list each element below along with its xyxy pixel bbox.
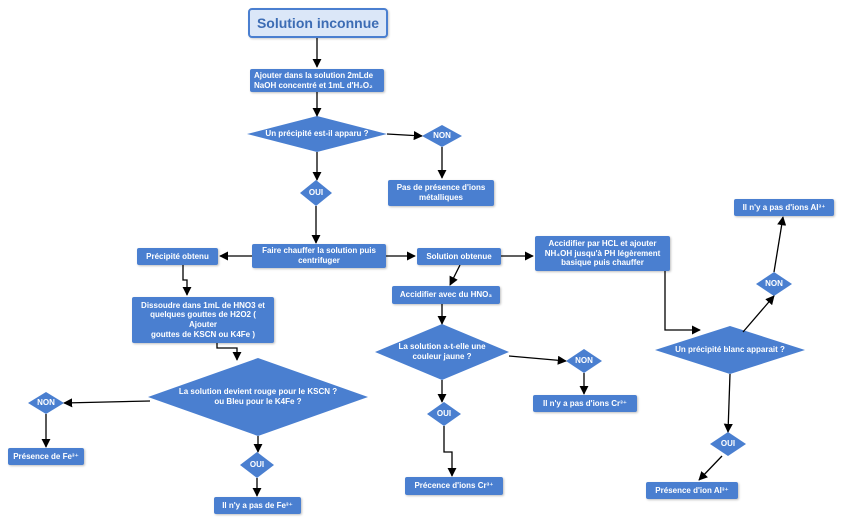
diamond-oui-al [710,432,746,456]
box-acidify-hcl-text: Accidifier par HCL et ajouter NH₄OH jusq… [544,239,661,268]
box-fe-present: Présence de Fe³⁺ [8,448,84,465]
box-no-metal-ions-text: Pas de présence d'ions métalliques [396,183,486,202]
box-precipitate-obtained: Précipité obtenu [137,248,218,265]
box-heat-centrifuge: Faire chauffer la solution puis centrifu… [252,244,386,268]
title-text: Solution inconnue [256,15,380,31]
box-al-present: Présence d'ion Al³⁺ [646,482,738,499]
diamond-non-al [756,272,792,296]
box-acidify-hno3: Accidifier avec du HNO₃ [392,286,500,304]
box-cr-absent-text: Il n'y a pas d'ions Cr³⁺ [542,398,628,408]
title-solution-inconnue: Solution inconnue [248,8,388,38]
box-heat-centrifuge-text: Faire chauffer la solution puis centrifu… [262,246,376,265]
box-acidify-hno3-text: Accidifier avec du HNO₃ [399,290,493,300]
diamond-red-blue-question [148,358,368,436]
box-cr-absent: Il n'y a pas d'ions Cr³⁺ [533,395,637,412]
box-precipitate-obtained-text: Précipité obtenu [146,251,209,261]
box-al-absent-text: Il n'y a pas d'ions Al³⁺ [742,202,826,212]
box-add-naoh-h2o2: Ajouter dans la solution 2mLde NaOH conc… [250,69,384,92]
box-dissolve-hno3-text: Dissoudre dans 1mL de HNO3 et quelques g… [141,300,265,339]
box-fe-absent: Il n'y a pas de Fe³⁺ [214,497,301,514]
arrows [41,38,787,497]
box-solution-obtained-text: Solution obtenue [426,251,492,261]
box-fe-absent-text: Il n'y a pas de Fe³⁺ [222,500,293,510]
diamond-precipitate-question [247,116,387,152]
box-al-present-text: Présence d'ion Al³⁺ [655,485,729,495]
box-cr-present-text: Précence d'ions Cr³⁺ [414,481,494,491]
diamond-yellow-question [375,324,509,380]
box-solution-obtained: Solution obtenue [417,248,501,265]
diamond-non-cr [566,349,602,373]
diamond-oui-1 [300,180,332,206]
box-dissolve-hno3: Dissoudre dans 1mL de HNO3 et quelques g… [132,297,274,343]
box-acidify-hcl: Accidifier par HCL et ajouter NH₄OH jusq… [535,236,670,271]
box-cr-present: Précence d'ions Cr³⁺ [405,477,503,495]
box-add-naoh-h2o2-text: Ajouter dans la solution 2mLde NaOH conc… [254,70,374,90]
diamond-non-fe [28,392,64,414]
diamond-oui-fe [240,452,274,478]
decision-diamonds [28,116,805,478]
diamond-non-1 [422,125,462,147]
box-al-absent: Il n'y a pas d'ions Al³⁺ [734,199,834,216]
box-fe-present-text: Présence de Fe³⁺ [13,451,79,461]
diamond-oui-cr [427,402,461,426]
box-no-metal-ions: Pas de présence d'ions métalliques [388,180,494,206]
diamond-white-question [655,326,805,374]
